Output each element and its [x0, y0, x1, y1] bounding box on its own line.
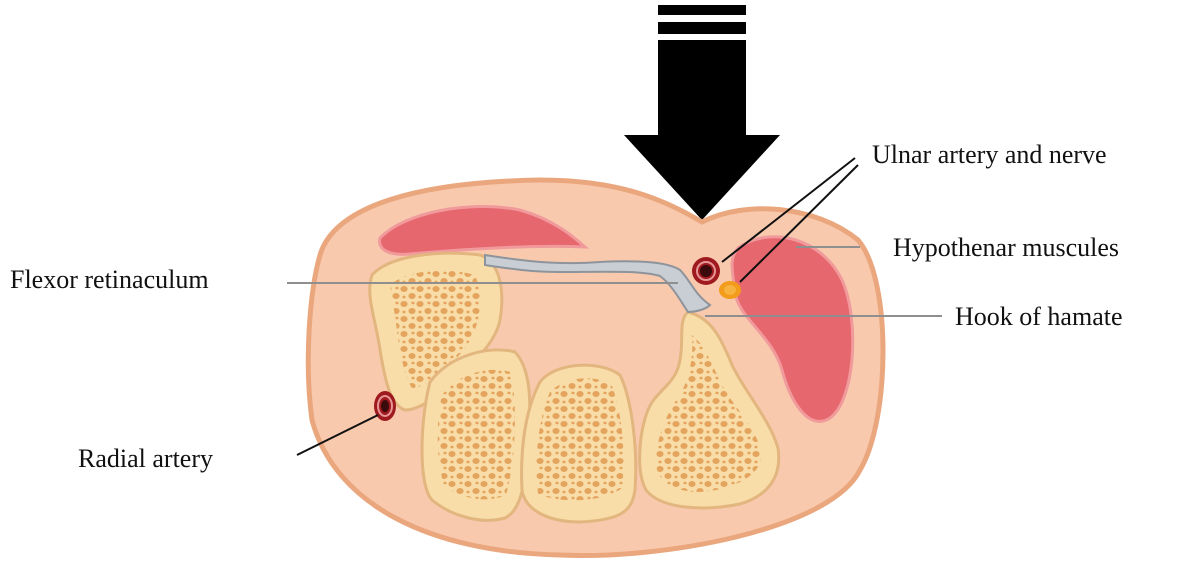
- label-hook-of-hamate: Hook of hamate: [955, 302, 1123, 331]
- ulnar-artery: [692, 257, 720, 285]
- ulnar-nerve: [719, 281, 741, 299]
- label-ulnar-artery-and-nerve: Ulnar artery and nerve: [872, 140, 1107, 169]
- label-flexor-retinaculum: Flexor retinaculum: [10, 265, 209, 294]
- radial-artery: [374, 391, 396, 421]
- label-hypothenar-muscules: Hypothenar muscules: [893, 233, 1119, 262]
- label-radial-artery: Radial artery: [78, 444, 213, 473]
- compression-arrow-icon: [624, 5, 780, 220]
